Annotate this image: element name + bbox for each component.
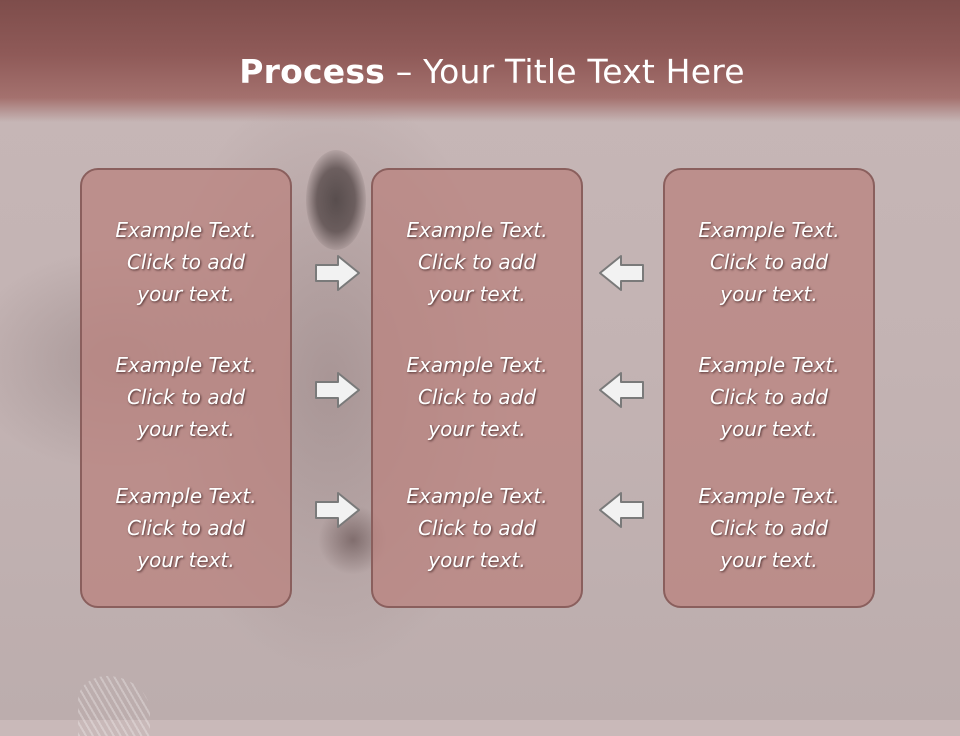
arrow-right-icon [315, 492, 360, 528]
photo-eye [306, 150, 366, 250]
box-text[interactable]: Example Text. Click to add your text. [115, 353, 257, 441]
box-text[interactable]: Example Text. Click to add your text. [698, 353, 840, 441]
arrow-right-icon [315, 372, 360, 408]
box-text[interactable]: Example Text. Click to add your text. [406, 484, 548, 572]
title-bold: Process [239, 52, 386, 91]
process-box-middle[interactable]: Example Text. Click to add your text. Ex… [371, 168, 583, 608]
box-text[interactable]: Example Text. Click to add your text. [115, 218, 257, 306]
arrow-right-icon [315, 255, 360, 291]
box-text[interactable]: Example Text. Click to add your text. [698, 218, 840, 306]
box-text[interactable]: Example Text. Click to add your text. [406, 353, 548, 441]
process-box-right[interactable]: Example Text. Click to add your text. Ex… [663, 168, 875, 608]
arrow-left-icon [599, 372, 644, 408]
arrow-left-icon [599, 255, 644, 291]
box-text[interactable]: Example Text. Click to add your text. [698, 484, 840, 572]
arrow-left-icon [599, 492, 644, 528]
box-text[interactable]: Example Text. Click to add your text. [406, 218, 548, 306]
title-rest: – Your Title Text Here [385, 52, 745, 91]
box-text[interactable]: Example Text. Click to add your text. [115, 484, 257, 572]
slide-title[interactable]: Process – Your Title Text Here [0, 52, 960, 91]
title-bar [0, 0, 960, 122]
process-box-left[interactable]: Example Text. Click to add your text. Ex… [80, 168, 292, 608]
